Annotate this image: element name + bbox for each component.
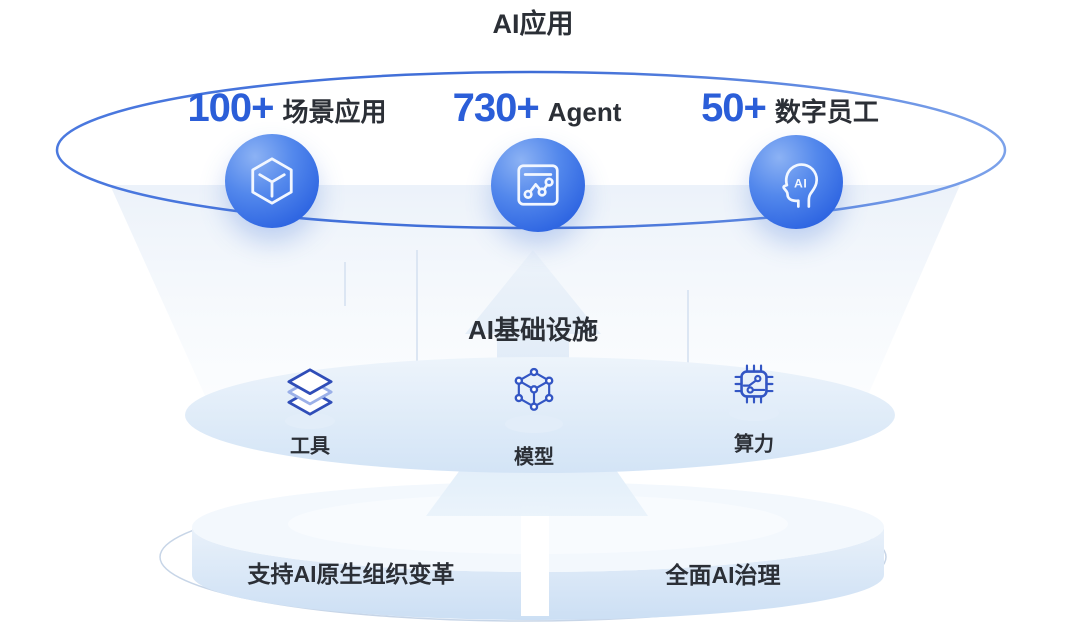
platform-right-label: 全面AI治理 bbox=[665, 562, 781, 588]
infra-disc bbox=[185, 357, 895, 473]
page-title: AI应用 bbox=[492, 9, 574, 39]
model-cube-icon bbox=[514, 367, 554, 411]
infra-title: AI基础设施 bbox=[467, 315, 599, 345]
digital-worker-head-icon: AI bbox=[782, 163, 819, 208]
icon-pedestal bbox=[505, 415, 563, 433]
infra-label-models: 模型 bbox=[514, 446, 554, 469]
cube-3d-icon bbox=[251, 157, 293, 205]
app-circle-digital-workers: AI bbox=[749, 135, 843, 229]
head-icon-ai-text: AI bbox=[794, 176, 807, 190]
stat-label: 数字员工 bbox=[774, 97, 879, 127]
chip-icon bbox=[734, 364, 774, 404]
stat-scenario-apps: 100+ 场景应用 bbox=[187, 86, 386, 131]
agent-window-icon bbox=[517, 164, 559, 206]
stat-label: Agent bbox=[547, 97, 622, 127]
stat-value: 50+ bbox=[701, 86, 767, 130]
platform-divider-gap bbox=[521, 502, 549, 616]
stat-digital-workers: 50+ 数字员工 bbox=[701, 86, 879, 131]
app-circle-agents bbox=[491, 138, 585, 232]
stat-agents: 730+ Agent bbox=[453, 86, 622, 131]
stat-value: 730+ bbox=[452, 86, 540, 130]
infra-label-tools: 工具 bbox=[290, 435, 330, 458]
stat-value: 100+ bbox=[187, 86, 274, 130]
icon-pedestal bbox=[729, 405, 779, 421]
layers-icon bbox=[287, 368, 333, 416]
icon-pedestal bbox=[285, 413, 335, 429]
stat-label: 场景应用 bbox=[282, 97, 387, 127]
infra-label-compute: 算力 bbox=[734, 433, 774, 456]
app-circle-scenarios bbox=[225, 134, 319, 228]
platform-left-label: 支持AI原生组织变革 bbox=[247, 561, 455, 587]
